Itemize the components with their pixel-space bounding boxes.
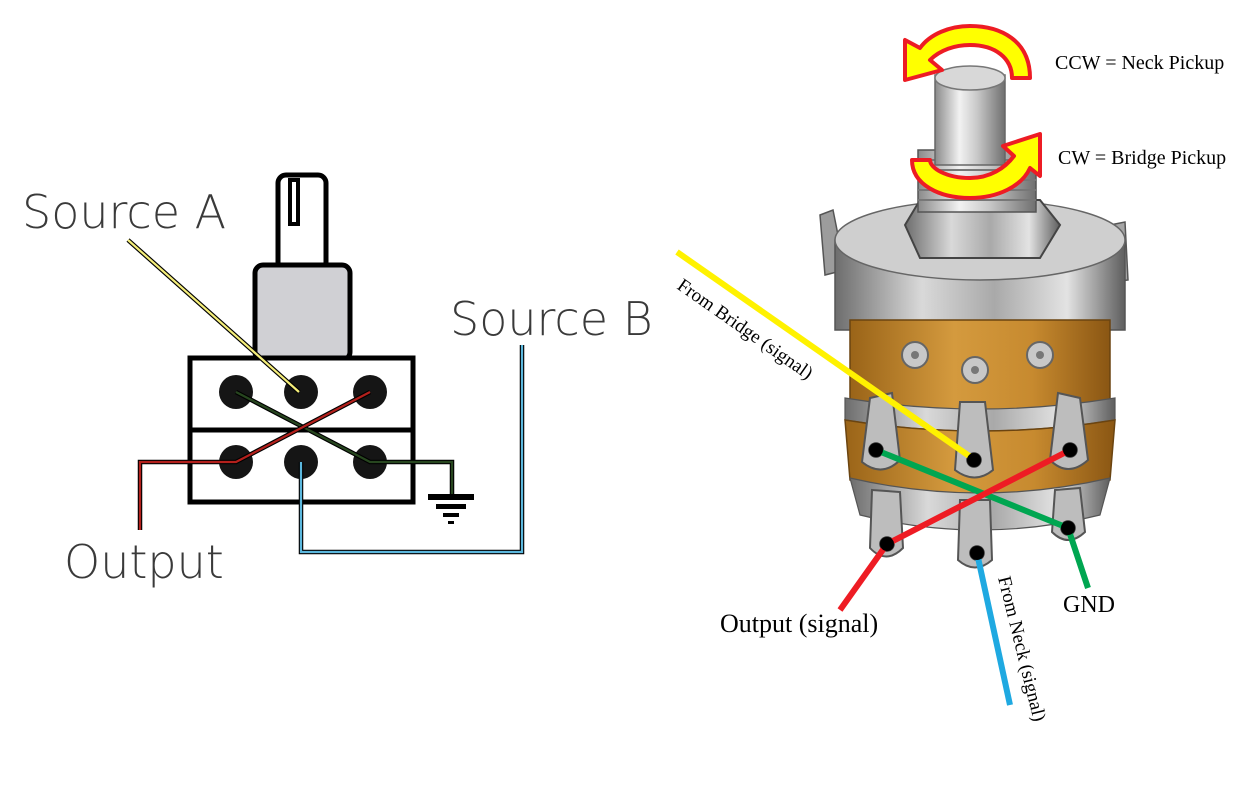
rivets — [901, 341, 1054, 384]
shaft-end — [934, 65, 1006, 91]
label-source-a: Source A — [22, 185, 226, 239]
label-from-bridge: From Bridge (signal) — [673, 275, 816, 384]
label-gnd: GND — [1063, 592, 1115, 618]
wire-from-bridge — [675, 249, 974, 461]
label-source-b: Source B — [450, 292, 653, 346]
wire-source-a-core — [127, 239, 300, 393]
ground-symbol-icon — [428, 494, 474, 524]
wire-source-b-core — [299, 345, 524, 554]
pot-photo: CCW = Neck Pickup CW = Bridge Pickup Fro… — [673, 24, 1226, 724]
wire-output-core — [138, 391, 371, 530]
cw-arrow-icon — [910, 132, 1042, 200]
pot-schematic: Source A Source B Output — [22, 172, 653, 589]
shaft-slot — [288, 178, 300, 226]
label-cw: CW = Bridge Pickup — [1058, 147, 1226, 169]
wire-from-neck — [974, 552, 1013, 706]
label-ccw: CCW = Neck Pickup — [1055, 52, 1224, 74]
label-from-neck: From Neck (signal) — [993, 574, 1049, 723]
label-output-signal: Output (signal) — [720, 609, 878, 638]
label-output: Output — [64, 535, 224, 589]
pot-shaft — [275, 172, 329, 273]
lug-top-center — [284, 375, 318, 409]
pot-bushing — [252, 262, 353, 363]
ccw-arrow-icon — [903, 24, 1032, 82]
solder-points — [869, 443, 1077, 560]
